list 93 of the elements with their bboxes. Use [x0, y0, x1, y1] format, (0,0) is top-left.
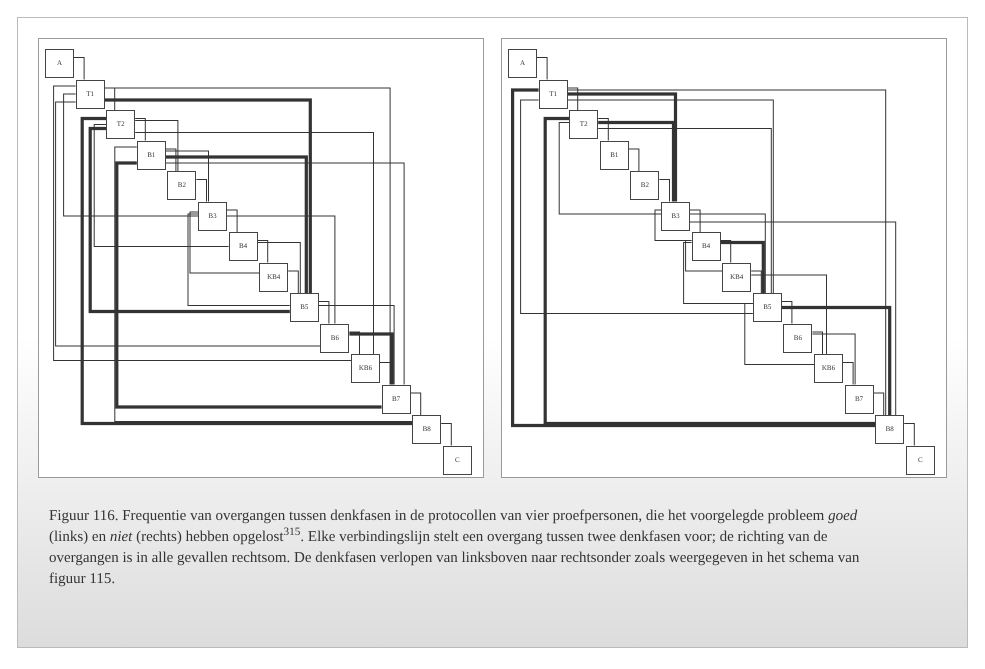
phase-box [167, 171, 196, 200]
connector-line [94, 124, 230, 247]
connector-line [690, 210, 701, 232]
connector-line [115, 161, 382, 409]
phase-box [290, 293, 319, 322]
phase-box [76, 80, 105, 108]
phase-box [538, 80, 568, 108]
connector-line [750, 270, 762, 294]
connector-line [812, 332, 823, 354]
connector-line [568, 92, 678, 202]
connector-line [544, 116, 876, 426]
connector-line [165, 162, 405, 385]
connector-line [658, 179, 670, 202]
connector-line [720, 240, 732, 263]
phase-box [844, 384, 874, 414]
phase-box [228, 232, 258, 261]
diagram-panel [501, 38, 947, 478]
connector-line [226, 216, 336, 324]
phase-box [412, 415, 442, 444]
connector-line [750, 274, 827, 354]
phase-box [320, 324, 350, 352]
phase-box [198, 202, 227, 230]
phase-box [45, 49, 74, 78]
phase-box [661, 202, 690, 230]
connector-line [781, 301, 792, 324]
connector-line [88, 126, 290, 314]
connector-line [166, 155, 308, 293]
connector-line [196, 179, 207, 202]
phase-box [875, 415, 904, 444]
connector-line [511, 88, 876, 428]
connector-line [782, 306, 892, 415]
phase-box [814, 354, 843, 383]
connector-line [188, 214, 290, 306]
connector-line [873, 392, 884, 416]
phase-box [783, 324, 812, 352]
connector-line [226, 210, 238, 232]
phase-box [692, 232, 721, 261]
phase-box [442, 446, 472, 474]
connector-line [440, 423, 452, 446]
connector-line [683, 242, 754, 304]
phase-box [630, 171, 660, 200]
connector-line [567, 90, 886, 416]
connector-line [558, 122, 662, 214]
phase-box [106, 110, 136, 139]
connector-line [257, 240, 268, 263]
connector-line [165, 148, 176, 172]
connector-line [80, 116, 412, 426]
connector-line [628, 148, 640, 172]
connector-line [598, 120, 676, 202]
connector-line [53, 86, 352, 361]
phase-box [259, 262, 288, 292]
connector-line [134, 120, 178, 172]
connector-line [842, 362, 854, 385]
connector-line [567, 88, 578, 110]
connector-line [190, 212, 260, 274]
connector-line [74, 57, 85, 80]
connector-line [720, 240, 765, 293]
connector-line [812, 334, 856, 385]
phase-box [722, 262, 752, 292]
connector-line [349, 332, 394, 384]
connector-line [134, 132, 374, 354]
phase-box [382, 384, 411, 414]
connector-line [288, 270, 299, 294]
connector-line [134, 118, 146, 141]
connector-line [104, 98, 312, 293]
connector-line [598, 118, 609, 141]
connector-line [318, 305, 395, 385]
connector-line [318, 301, 330, 324]
connector-line [165, 150, 209, 202]
connector-line [63, 94, 198, 216]
connector-line [598, 128, 772, 294]
connector-line [536, 57, 548, 80]
phase-box [600, 140, 629, 170]
connector-line [257, 242, 301, 294]
connector-line [410, 392, 422, 416]
figure-caption: Figuur 116. Frequentie van overgangen tussen denkfasen in de protocollen van vier proefpersonen, die het voorgelegde probleem goed (links) en niet (rechts) hebben opgelost$^{315}$. Elke verbindingslijn stelt een overgang tussen twee denkfasen voor; de richting van de overgangen is in alle gevallen rechtsom. De denkfasen verlopen van linksboven naar rechtsonder zoals weergegeven in het schema van figuur 115. [49, 507, 860, 589]
connector-line [520, 100, 754, 314]
connector-line [567, 100, 774, 294]
connector-line [744, 303, 814, 365]
phase-box [508, 49, 537, 78]
diagram-panel [38, 38, 484, 478]
phase-box [136, 140, 166, 170]
phase-box [752, 293, 782, 322]
connector-line [690, 214, 766, 294]
connector-line [690, 222, 896, 416]
phase-box [351, 354, 380, 383]
connector-line [348, 332, 360, 354]
phase-box [569, 110, 598, 139]
connector-line [685, 240, 723, 272]
phase-box [906, 446, 935, 474]
connector-line [904, 423, 915, 446]
connector-line [55, 102, 321, 346]
connector-line [114, 146, 413, 422]
